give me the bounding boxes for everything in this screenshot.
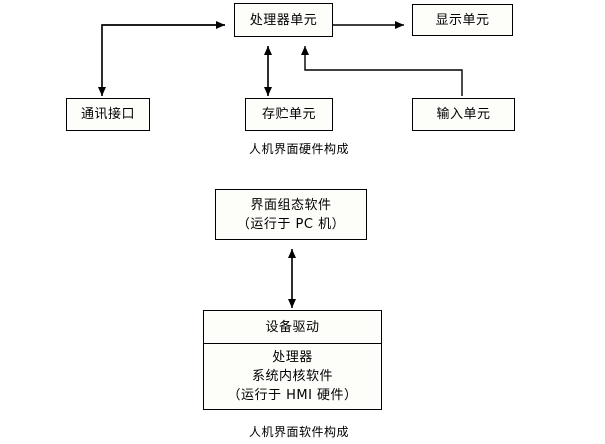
node-kernel-software-line-1: 处理器 [272,350,313,365]
node-kernel-software-line-3: （运行于 HMI 硬件） [227,388,358,403]
node-comm-interface[interactable]: 通讯接口 [66,98,150,131]
connector-comm-to-processor [98,21,225,96]
node-input-unit-label: 输入单元 [436,107,491,122]
node-processor-unit-label: 处理器单元 [249,12,318,28]
node-processor-unit[interactable]: 处理器单元 [234,3,333,37]
node-display-unit[interactable]: 显示单元 [412,4,513,36]
node-config-software-line-1: 界面组态软件 [250,197,332,213]
software-diagram-caption: 人机界面软件构成 [249,425,350,439]
connector-input-to-processor [301,46,463,96]
node-kernel-software-line-2: 系统内核软件 [251,369,333,384]
node-display-unit-label: 显示单元 [435,12,490,28]
node-config-software[interactable]: 界面组态软件 （运行于 PC 机） [215,189,367,240]
node-comm-interface-label: 通讯接口 [80,107,135,122]
node-storage-unit-label: 存贮单元 [261,107,316,122]
hardware-diagram-caption: 人机界面硬件构成 [249,142,350,156]
node-input-unit[interactable]: 输入单元 [412,98,515,131]
node-storage-unit[interactable]: 存贮单元 [245,98,333,131]
node-kernel-software[interactable]: 处理器 系统内核软件 （运行于 HMI 硬件） [203,343,382,410]
node-device-driver[interactable]: 设备驱动 [203,310,382,343]
node-device-driver-label: 设备驱动 [265,319,320,335]
node-config-software-line-2: （运行于 PC 机） [236,216,346,232]
